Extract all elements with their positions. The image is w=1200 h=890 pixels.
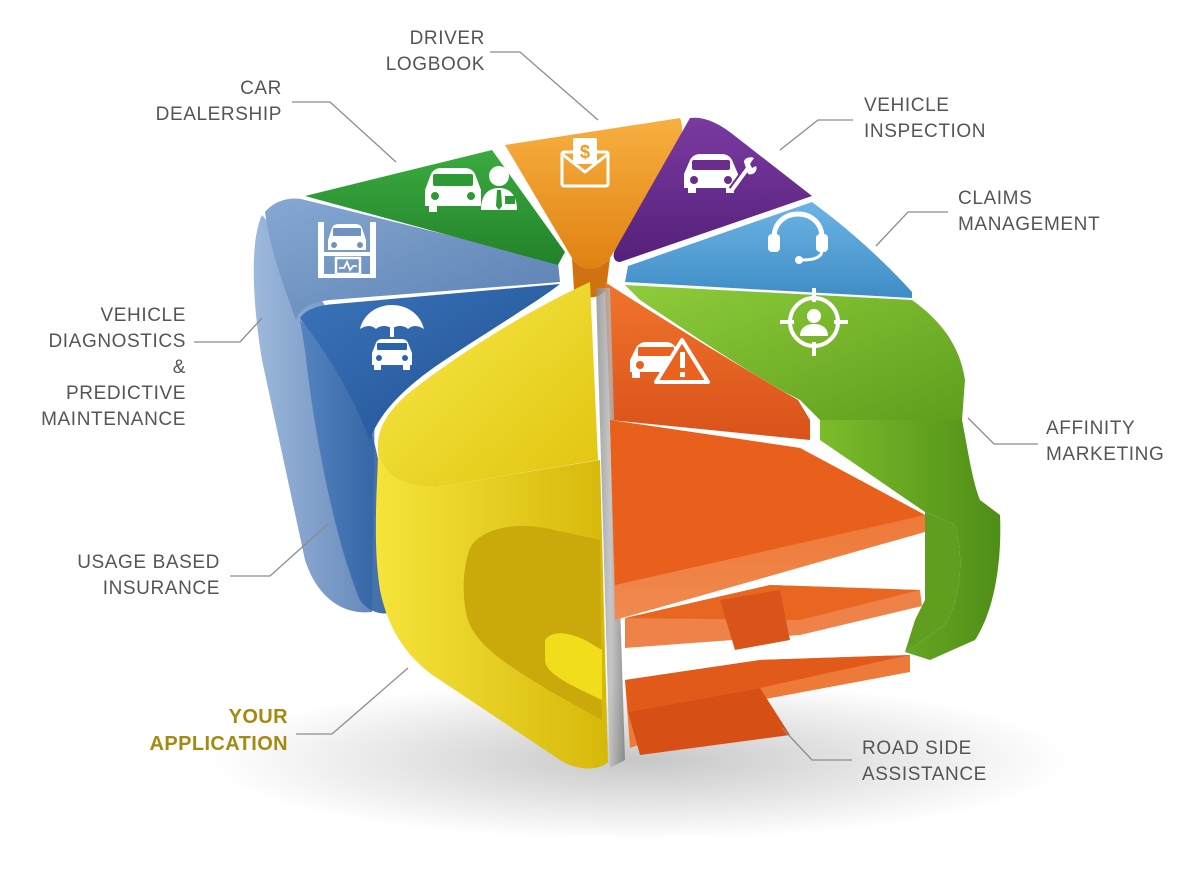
segment-claims-management bbox=[625, 202, 912, 298]
segment-affinity-marketing bbox=[625, 285, 965, 420]
car-wrench-icon bbox=[684, 154, 757, 193]
label-line: DRIVER bbox=[409, 28, 485, 49]
car-warning-icon bbox=[630, 338, 710, 384]
dollar-envelope-icon: $ bbox=[560, 138, 610, 188]
label-line: DEALERSHIP bbox=[155, 104, 282, 125]
label-your-application: YOUR APPLICATION bbox=[150, 704, 288, 758]
label-line: & bbox=[172, 357, 186, 378]
label-vehicle-inspection: VEHICLE INSPECTION bbox=[864, 93, 986, 145]
label-line: INSURANCE bbox=[102, 578, 220, 599]
label-line: VEHICLE bbox=[864, 95, 950, 116]
label-driver-logbook: DRIVER LOGBOOK bbox=[386, 26, 485, 78]
label-line: CAR bbox=[240, 78, 282, 99]
label-line: MANAGEMENT bbox=[958, 214, 1101, 235]
label-line: PREDICTIVE bbox=[65, 383, 186, 404]
segment-your-application bbox=[377, 282, 598, 487]
leader-driver-logbook bbox=[490, 51, 599, 121]
segment-driver-logbook bbox=[505, 118, 683, 269]
label-line: INSPECTION bbox=[864, 121, 987, 142]
orange-pin-top-face bbox=[610, 420, 925, 585]
label-car-dealership: CAR DEALERSHIP bbox=[156, 76, 282, 128]
label-line: APPLICATION bbox=[149, 733, 288, 755]
label-line: ASSISTANCE bbox=[862, 764, 987, 785]
center-seam bbox=[596, 288, 625, 768]
orange-pin-tab bbox=[720, 590, 790, 650]
segment-road-side-assistance bbox=[605, 282, 810, 440]
lime-green-shell-front bbox=[905, 512, 961, 652]
label-road-side-assistance: ROAD SIDE ASSISTANCE bbox=[862, 736, 987, 788]
leader-vehicle-diagnostics bbox=[194, 317, 263, 343]
car-salesman-icon bbox=[425, 166, 517, 212]
label-line: LOGBOOK bbox=[385, 54, 485, 75]
svg-text:$: $ bbox=[580, 142, 590, 162]
label-line: MAINTENANCE bbox=[41, 409, 186, 430]
royal-blue-body-side bbox=[300, 320, 395, 614]
target-person-icon bbox=[780, 288, 848, 356]
leader-vehicle-inspection bbox=[779, 119, 853, 151]
label-affinity-marketing: AFFINITY MARKETING bbox=[1046, 416, 1164, 468]
leader-road-side-assistance bbox=[781, 727, 852, 761]
leader-affinity-marketing bbox=[967, 417, 1038, 445]
orange-pin-bottom-face bbox=[625, 655, 910, 712]
leader-your-application bbox=[296, 667, 409, 735]
label-vehicle-diagnostics: VEHICLE DIAGNOSTICS & PREDICTIVE MAINTEN… bbox=[41, 303, 186, 433]
label-line: MARKETING bbox=[1046, 444, 1165, 465]
leader-car-dealership bbox=[292, 101, 397, 163]
lime-green-connector-shell bbox=[820, 420, 1001, 660]
car-lift-diagnostics-icon bbox=[318, 222, 376, 278]
leader-lines bbox=[194, 51, 1038, 761]
label-line: YOUR bbox=[228, 706, 288, 728]
label-line: DIAGNOSTICS bbox=[48, 331, 186, 352]
leader-claims-management bbox=[875, 211, 948, 247]
label-line: AFFINITY bbox=[1046, 418, 1136, 439]
segment-vehicle-inspection bbox=[613, 117, 812, 262]
umbrella-car-icon bbox=[360, 305, 424, 370]
label-claims-management: CLAIMS MANAGEMENT bbox=[958, 186, 1100, 238]
label-line: VEHICLE bbox=[100, 305, 186, 326]
yellow-connector-inner bbox=[545, 633, 602, 700]
label-line: USAGE BASED bbox=[77, 552, 220, 573]
label-usage-based-insurance: USAGE BASED INSURANCE bbox=[77, 550, 220, 602]
orange-pin-foot bbox=[628, 688, 790, 755]
headset-icon bbox=[768, 211, 828, 264]
leader-usage-based-insurance bbox=[230, 523, 329, 577]
label-line: ROAD SIDE bbox=[862, 738, 972, 759]
floor-shadow bbox=[210, 680, 1070, 840]
label-line: CLAIMS bbox=[958, 188, 1033, 209]
